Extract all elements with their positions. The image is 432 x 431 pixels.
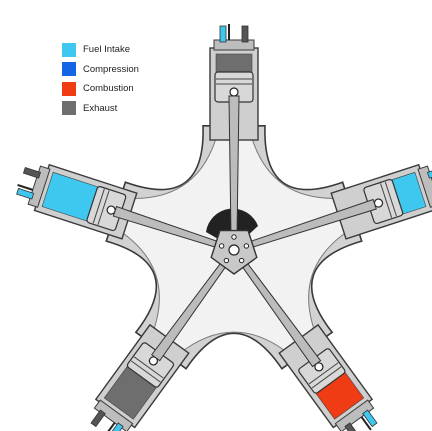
piston-ring bbox=[97, 190, 110, 225]
cylinder-bottom-right bbox=[239, 258, 378, 431]
cylinder-chamber-top bbox=[215, 53, 253, 73]
cylinder-head bbox=[93, 399, 134, 431]
intake-valve bbox=[108, 422, 124, 431]
exhaust-valve bbox=[22, 166, 42, 179]
cylinder-head bbox=[27, 165, 51, 208]
cylinder-bottom-left bbox=[90, 258, 229, 431]
spark-plug bbox=[17, 183, 34, 191]
piston-ring bbox=[133, 356, 164, 379]
connecting-rod bbox=[228, 95, 240, 237]
piston-ring bbox=[311, 366, 342, 389]
legend-item-combustion: Combustion bbox=[62, 79, 139, 99]
intake-valve bbox=[16, 187, 35, 200]
hub-bolt bbox=[231, 234, 237, 240]
hub-bolt bbox=[223, 257, 230, 264]
piston-ring bbox=[92, 188, 105, 224]
cylinder-left bbox=[16, 163, 223, 250]
spark-plug bbox=[360, 416, 372, 431]
combustion-label: Combustion bbox=[83, 83, 134, 95]
crankshaft-pin bbox=[228, 244, 240, 256]
cylinder-head bbox=[334, 399, 375, 431]
cylinder-head bbox=[213, 39, 255, 51]
legend-item-fuel-intake: Fuel Intake bbox=[62, 40, 139, 60]
spark-plug bbox=[104, 422, 116, 431]
cylinder-head bbox=[417, 165, 432, 208]
hub-bolt bbox=[243, 243, 250, 249]
engine-block bbox=[16, 24, 432, 431]
compression-label: Compression bbox=[83, 63, 139, 75]
hub-bolt bbox=[238, 257, 245, 264]
compression-swatch bbox=[62, 62, 76, 77]
piston-ring bbox=[130, 360, 161, 383]
fuel-intake-label: Fuel Intake bbox=[83, 44, 130, 56]
piston-ring bbox=[384, 181, 397, 217]
hub-bolt bbox=[218, 243, 225, 249]
wrist-pin bbox=[229, 87, 239, 97]
piston-ring bbox=[308, 362, 339, 385]
piston-ring bbox=[380, 183, 393, 218]
cylinder-right bbox=[245, 163, 432, 250]
exhaust-valve bbox=[344, 422, 360, 431]
intake-valve bbox=[362, 409, 378, 428]
exhaust-valve bbox=[241, 25, 249, 43]
legend-item-exhaust: Exhaust bbox=[62, 99, 139, 119]
exhaust-label: Exhaust bbox=[83, 102, 118, 114]
fuel-intake-swatch bbox=[62, 42, 76, 57]
intake-valve bbox=[219, 25, 227, 43]
legend-item-compression: Compression bbox=[62, 60, 139, 80]
stroke-legend: Fuel Intake Compression Combustion Exhau… bbox=[62, 40, 139, 118]
combustion-swatch bbox=[62, 81, 76, 96]
exhaust-valve bbox=[90, 409, 106, 428]
exhaust-swatch bbox=[62, 101, 76, 116]
